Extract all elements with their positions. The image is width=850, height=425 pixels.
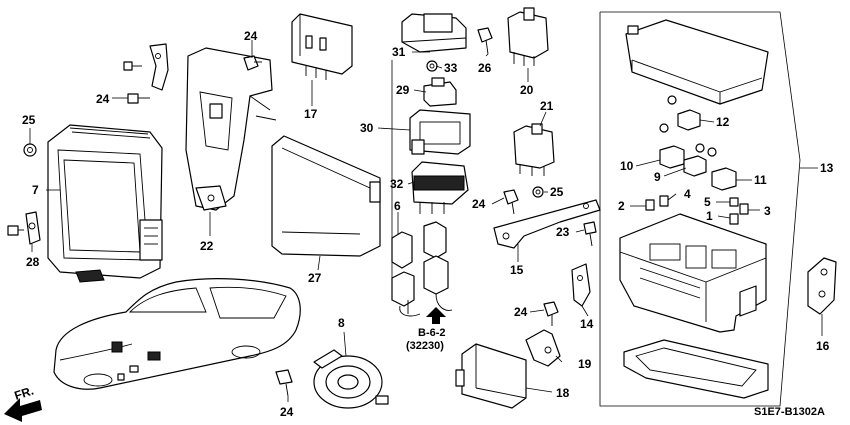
bolt-top-left — [123, 61, 142, 71]
reference-code: (32230) — [406, 340, 444, 352]
bolt-24-horn — [275, 369, 293, 397]
bracket-28 — [25, 211, 41, 245]
ecu-bracket-22 — [185, 47, 277, 211]
clip-below-ecu — [75, 269, 105, 283]
nut-33 — [426, 60, 438, 72]
callout-25b: 25 — [550, 185, 564, 199]
control-module-17 — [291, 13, 353, 80]
callout-14: 14 — [580, 317, 594, 331]
bolt-24-ecu — [127, 93, 150, 104]
callout-32: 32 — [390, 177, 404, 191]
callout-20: 20 — [520, 83, 534, 97]
reference-arrow — [426, 307, 446, 324]
connector-32 — [411, 161, 469, 214]
callout-15: 15 — [510, 263, 524, 277]
callout-9: 9 — [654, 170, 661, 184]
relay-holder-30 — [409, 109, 471, 155]
front-direction-arrow — [4, 398, 42, 422]
callout-31: 31 — [392, 45, 406, 59]
relay-box-top-31 — [401, 13, 467, 53]
bracket-15 — [493, 199, 601, 249]
relay-9 — [683, 143, 707, 177]
callout-7: 7 — [32, 183, 39, 197]
callout-26: 26 — [478, 61, 492, 75]
bolt-24-19 — [543, 301, 559, 326]
callout-8: 8 — [338, 316, 345, 330]
callout-24d: 24 — [514, 305, 528, 319]
callout-23: 23 — [556, 225, 570, 239]
callout-28: 28 — [26, 255, 40, 269]
callout-24a: 24 — [244, 29, 258, 43]
callout-16: 16 — [816, 339, 830, 353]
horn-8 — [313, 349, 389, 409]
car-silhouette — [53, 278, 301, 390]
fuse-box-cover — [625, 19, 769, 105]
callout-29: 29 — [396, 83, 410, 97]
callout-18: 18 — [556, 386, 570, 400]
callout-1: 1 — [706, 209, 713, 223]
diagram-id: S1E7-B1302A — [754, 406, 825, 418]
bracket-14 — [571, 263, 591, 307]
callout-24c: 24 — [472, 197, 486, 211]
callout-2: 2 — [618, 199, 625, 213]
relay-20 — [507, 7, 549, 66]
bolt-24-15 — [503, 189, 519, 215]
ecu-unit — [47, 124, 163, 279]
bolt-28-left — [7, 225, 24, 236]
nut-25-left — [23, 143, 37, 157]
relay-12 — [667, 95, 701, 131]
bracket-16 — [807, 257, 837, 315]
leader-lines — [29, 40, 823, 402]
callout-3: 3 — [764, 204, 771, 218]
callout-24e: 24 — [280, 405, 294, 419]
reference-section: B-6-2 — [418, 327, 446, 339]
small-bracket-top — [149, 43, 169, 91]
callout-4: 4 — [684, 187, 691, 201]
relay-10 — [659, 123, 685, 169]
callout-25a: 25 — [22, 113, 36, 127]
callout-5: 5 — [704, 195, 711, 209]
fuse-box-group-frame — [599, 11, 818, 407]
bolt-23 — [583, 221, 597, 247]
relay-29 — [423, 77, 457, 107]
callout-10: 10 — [620, 159, 634, 173]
cover-plate-27 — [271, 135, 381, 257]
callout-6: 6 — [394, 199, 401, 213]
fuse-box-lower-cover — [623, 339, 769, 399]
callout-24b: 24 — [96, 92, 110, 106]
callout-33: 33 — [444, 61, 458, 75]
bolt-24-top — [243, 55, 262, 71]
callout-17: 17 — [304, 107, 318, 121]
fuse-holder-6 — [391, 221, 453, 317]
callout-21: 21 — [540, 99, 554, 113]
module-18 — [455, 343, 527, 409]
callout-12: 12 — [716, 115, 730, 129]
front-direction-label: FR. — [13, 384, 36, 403]
callout-13: 13 — [820, 161, 834, 175]
bolt-26 — [477, 27, 493, 55]
bracket-19 — [525, 329, 561, 367]
callout-11: 11 — [754, 173, 767, 187]
callout-30: 30 — [360, 121, 374, 135]
nut-25-15 — [532, 186, 544, 198]
callout-22: 22 — [200, 239, 214, 253]
fuse-box-main — [619, 213, 767, 333]
relay-11 — [707, 147, 737, 191]
callout-19: 19 — [578, 357, 592, 371]
relay-21 — [513, 123, 555, 176]
callout-27: 27 — [308, 271, 322, 285]
